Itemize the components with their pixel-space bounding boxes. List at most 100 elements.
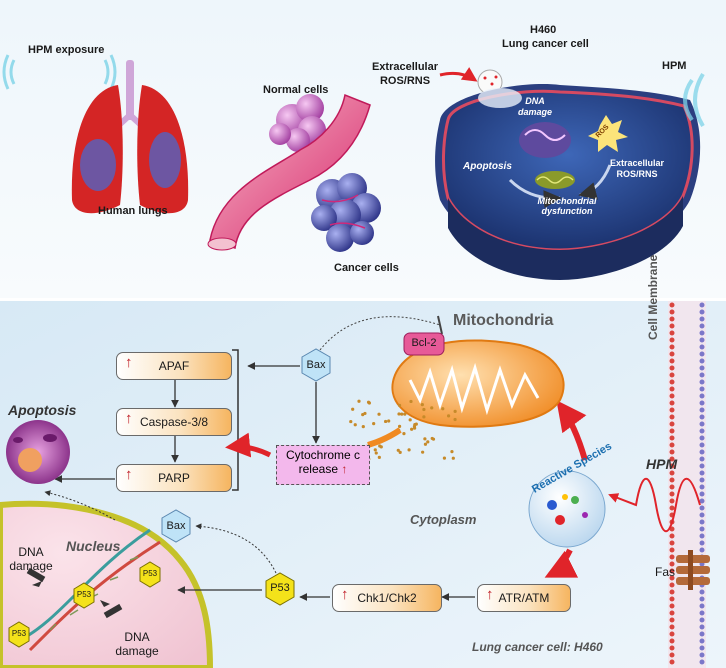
mitochondria-label: Mitochondria xyxy=(453,312,554,329)
cytochrome-dot xyxy=(450,450,454,454)
cytochrome-dot xyxy=(349,419,353,424)
fas-label: Fas xyxy=(655,565,676,579)
membrane-lipid-dot xyxy=(699,386,705,392)
p53-hexagon-1 xyxy=(73,582,95,609)
hpm-wave-icon-right xyxy=(683,72,705,128)
cytochrome-dot xyxy=(398,450,402,454)
h460-cell-illustration xyxy=(435,84,701,280)
cytochrome-dot xyxy=(441,407,445,411)
membrane-lipid-dot xyxy=(699,470,705,476)
extracellular-ros-label-cell: Extracellular ROS/RNS xyxy=(609,158,665,179)
membrane-lipid-dot xyxy=(669,323,675,329)
membrane-lipid-dot xyxy=(699,631,705,637)
dna-damage-label-1: DNA damage xyxy=(9,545,53,573)
cytochrome-dot xyxy=(422,407,426,412)
arrow-cytoc-to-cascade xyxy=(225,432,272,458)
membrane-lipid-dot xyxy=(669,386,675,392)
membrane-lipid-dot xyxy=(699,442,705,448)
cytochrome-dot xyxy=(351,407,355,411)
membrane-lipid-dot xyxy=(669,393,675,399)
chk-label: Chk1/Chk2 xyxy=(357,591,417,605)
cytochrome-dot xyxy=(423,442,428,446)
membrane-lipid-dot xyxy=(699,330,705,336)
membrane-lipid-dot xyxy=(669,470,675,476)
cytochrome-dot xyxy=(366,400,371,404)
dna-damage-icon-2 xyxy=(100,600,123,619)
cytochrome-dot xyxy=(374,451,378,455)
cytochrome-dot xyxy=(397,412,401,416)
mito-dysfunction-label: Mitochondrial dysfunction xyxy=(537,196,597,216)
bcl2-badge xyxy=(403,332,445,356)
membrane-lipid-dot xyxy=(669,603,675,609)
membrane-lipid-dot xyxy=(669,365,675,371)
membrane-lipid-dot xyxy=(669,582,675,588)
hpm-wave-icon-left xyxy=(2,54,117,90)
cytochrome-dot xyxy=(384,419,388,424)
hpm-sine-wave xyxy=(608,478,701,532)
dna-damage-label-2: DNA damage xyxy=(115,630,159,658)
parp-box: ↑ PARP xyxy=(116,464,232,492)
reactive-species-sphere xyxy=(528,470,606,548)
membrane-lipid-dot xyxy=(669,596,675,602)
atr-box: ↑ ATR/ATM xyxy=(477,584,571,612)
panel-divider xyxy=(0,298,726,301)
membrane-lipid-dot xyxy=(699,638,705,644)
cytochrome-c-label: Cytochrome c xyxy=(285,448,361,462)
membrane-lipid-dot xyxy=(669,309,675,315)
up-arrow-icon: ↑ xyxy=(486,586,494,603)
cytochrome-dot xyxy=(407,448,411,452)
membrane-lipid-dot xyxy=(699,379,705,385)
membrane-lipid-dot xyxy=(699,603,705,609)
cytochrome-dot xyxy=(353,423,357,427)
bax-label: Bax xyxy=(306,359,326,371)
cytochrome-dot xyxy=(396,448,400,452)
membrane-lipid-dot xyxy=(699,547,705,553)
membrane-lipid-dot xyxy=(669,442,675,448)
cytochrome-dot xyxy=(400,412,404,416)
cytochrome-dot xyxy=(453,409,457,413)
membrane-lipid-dot xyxy=(699,435,705,441)
cytochrome-dot xyxy=(430,436,434,441)
membrane-lipid-dot xyxy=(699,302,705,308)
membrane-lipid-dot xyxy=(669,617,675,623)
membrane-lipid-dot xyxy=(669,358,675,364)
bax-hexagon xyxy=(301,348,331,382)
cytochrome-dot xyxy=(423,437,427,441)
membrane-lipid-dot xyxy=(669,533,675,539)
membrane-lipid-dot xyxy=(669,477,675,483)
cytochrome-dot xyxy=(372,422,376,426)
normal-cells-cluster xyxy=(269,94,326,152)
cytochrome-dot xyxy=(446,414,451,418)
cytochrome-dot xyxy=(357,399,361,403)
membrane-lipid-dot xyxy=(669,491,675,497)
membrane-lipid-dot xyxy=(669,351,675,357)
membrane-lipid-dot xyxy=(699,372,705,378)
membrane-lipid-dot xyxy=(699,428,705,434)
membrane-lipid-dot xyxy=(699,456,705,462)
cytochrome-dot xyxy=(408,418,412,422)
parp-label: PARP xyxy=(158,471,190,485)
cytochrome-dot xyxy=(422,415,426,419)
membrane-lipid-dot xyxy=(669,589,675,595)
cytochrome-dot xyxy=(413,426,417,430)
membrane-lipid-dot xyxy=(699,484,705,490)
apoptosis-label-cell: Apoptosis xyxy=(463,161,512,172)
h460-label: H460 xyxy=(530,24,557,36)
cytochrome-dot xyxy=(442,456,447,460)
membrane-lipid-dot xyxy=(699,491,705,497)
cytochrome-dot xyxy=(377,412,381,416)
membrane-lipid-dot xyxy=(699,393,705,399)
membrane-lipid-dot xyxy=(699,610,705,616)
membrane-lipid-dot xyxy=(669,540,675,546)
membrane-lipid-dot xyxy=(699,414,705,420)
membrane-lipid-dot xyxy=(669,330,675,336)
membrane-lipid-dot xyxy=(699,533,705,539)
up-arrow-icon: ↑ xyxy=(341,586,349,603)
lung-cancer-cell-label: Lung cancer cell xyxy=(502,38,589,50)
bax-nucleus-label: Bax xyxy=(166,520,186,532)
p53-label-1: P53 xyxy=(76,590,92,599)
membrane-lipid-dot xyxy=(699,652,705,658)
p53-label-3: P53 xyxy=(11,629,27,638)
cytochrome-dot xyxy=(377,455,381,459)
membrane-lipid-dot xyxy=(669,652,675,658)
